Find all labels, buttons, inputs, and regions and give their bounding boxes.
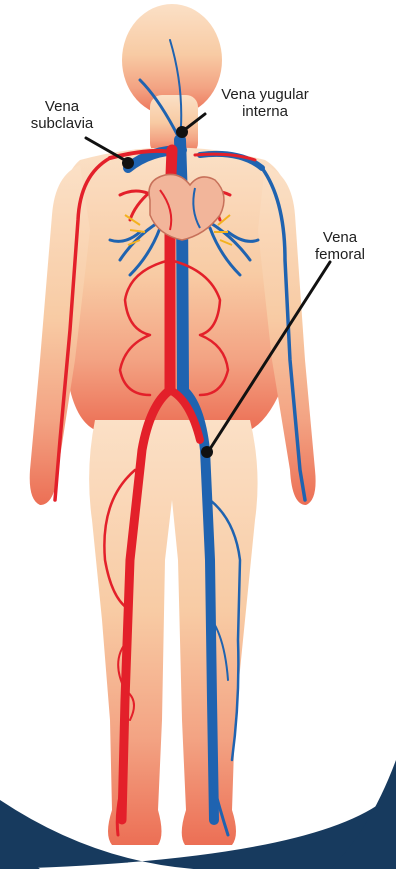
label-femoral-vein: Vena femoral: [300, 229, 380, 263]
label-femoral-line2: femoral: [300, 246, 380, 263]
label-internal-jugular-vein: Vena yugular interna: [200, 86, 330, 120]
label-subclavian-line2: subclavia: [22, 115, 102, 132]
label-jugular-line2: interna: [200, 103, 330, 120]
label-subclavian-line1: Vena: [22, 98, 102, 115]
label-subclavian-vein: Vena subclavia: [22, 98, 102, 132]
label-femoral-line1: Vena: [300, 229, 380, 246]
label-jugular-line1: Vena yugular: [200, 86, 330, 103]
